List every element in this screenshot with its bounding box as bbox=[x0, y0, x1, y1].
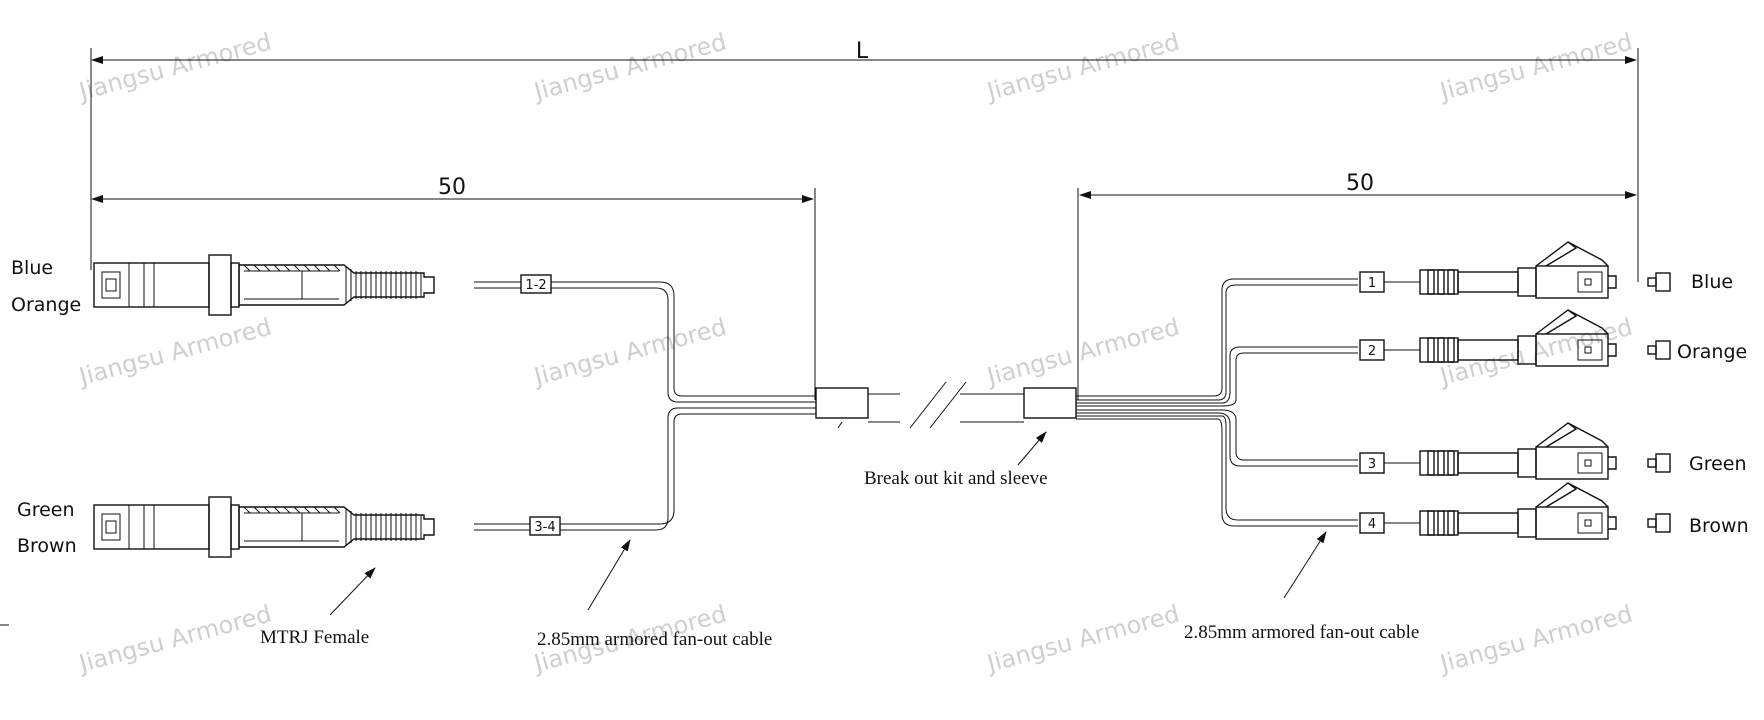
watermark-text: Jiangsu Armored bbox=[982, 313, 1182, 392]
watermark-text: Jiangsu Armored bbox=[1435, 600, 1635, 679]
dimension-right-leg: 50 bbox=[1346, 171, 1374, 196]
dimension-total-length: L bbox=[856, 39, 869, 64]
mtrj-connector-top bbox=[93, 254, 435, 316]
mtrj-connector-bottom bbox=[93, 496, 435, 558]
tag-label-1-2: 1-2 bbox=[525, 278, 546, 293]
watermark-text: Jiangsu Armored bbox=[74, 28, 274, 107]
watermark-text: Jiangsu Armored bbox=[74, 313, 274, 392]
watermark-text: Jiangsu Armored bbox=[982, 28, 1182, 107]
callout-fanout-left: 2.85mm armored fan-out cable bbox=[537, 629, 772, 650]
right-fanout-cables bbox=[1076, 278, 1358, 527]
break-symbol bbox=[909, 381, 947, 429]
tag-label-1: 1 bbox=[1368, 276, 1376, 291]
left-label-orange: Orange bbox=[11, 294, 81, 316]
lc-connector-3 bbox=[1419, 422, 1617, 480]
breakout-sleeve-left bbox=[815, 387, 869, 419]
right-label-brown: Brown bbox=[1689, 515, 1749, 537]
tag-box-1-2 bbox=[520, 274, 552, 294]
lc-connector-1 bbox=[1419, 241, 1617, 299]
watermark-text: Jiangsu Armored bbox=[1435, 28, 1635, 107]
left-fanout-cables bbox=[474, 281, 816, 531]
watermark-text: Jiangsu Armored bbox=[529, 28, 729, 107]
break-symbol bbox=[929, 381, 967, 429]
watermark-text: Jiangsu Armored bbox=[982, 600, 1182, 679]
dust-cap-4 bbox=[1647, 513, 1671, 533]
dimension-left-leg: 50 bbox=[438, 175, 466, 200]
right-label-blue: Blue bbox=[1691, 271, 1733, 293]
dust-cap-1 bbox=[1647, 272, 1671, 292]
left-label-blue: Blue bbox=[11, 257, 53, 279]
callout-leaders bbox=[329, 431, 1327, 616]
callout-breakout-kit: Break out kit and sleeve bbox=[864, 468, 1048, 489]
tag-label-2: 2 bbox=[1368, 344, 1376, 359]
callout-mtrj-female: MTRJ Female bbox=[260, 627, 369, 648]
right-label-orange: Orange bbox=[1677, 341, 1747, 363]
watermark-layer: Jiangsu Armored Jiangsu Armored Jiangsu … bbox=[74, 28, 1635, 679]
dimension-lines: L 50 50 bbox=[90, 39, 1639, 400]
left-label-green: Green bbox=[17, 499, 75, 521]
right-label-green: Green bbox=[1689, 453, 1747, 475]
tag-label-3-4: 3-4 bbox=[534, 520, 555, 535]
breakout-sleeve-right bbox=[1023, 387, 1077, 419]
tag-box-3-4 bbox=[529, 516, 561, 536]
tag-label-3: 3 bbox=[1368, 457, 1376, 472]
callout-fanout-right: 2.85mm armored fan-out cable bbox=[1184, 622, 1419, 643]
watermark-text: Jiangsu Armored bbox=[529, 313, 729, 392]
left-label-brown: Brown bbox=[17, 535, 77, 557]
dust-cap-3 bbox=[1647, 453, 1671, 473]
tag-label-4: 4 bbox=[1368, 517, 1376, 532]
watermark-text: Jiangsu Armored bbox=[74, 600, 274, 679]
trunk-cable bbox=[815, 381, 1077, 429]
dust-cap-2 bbox=[1647, 340, 1671, 360]
lc-connector-4 bbox=[1419, 482, 1617, 540]
